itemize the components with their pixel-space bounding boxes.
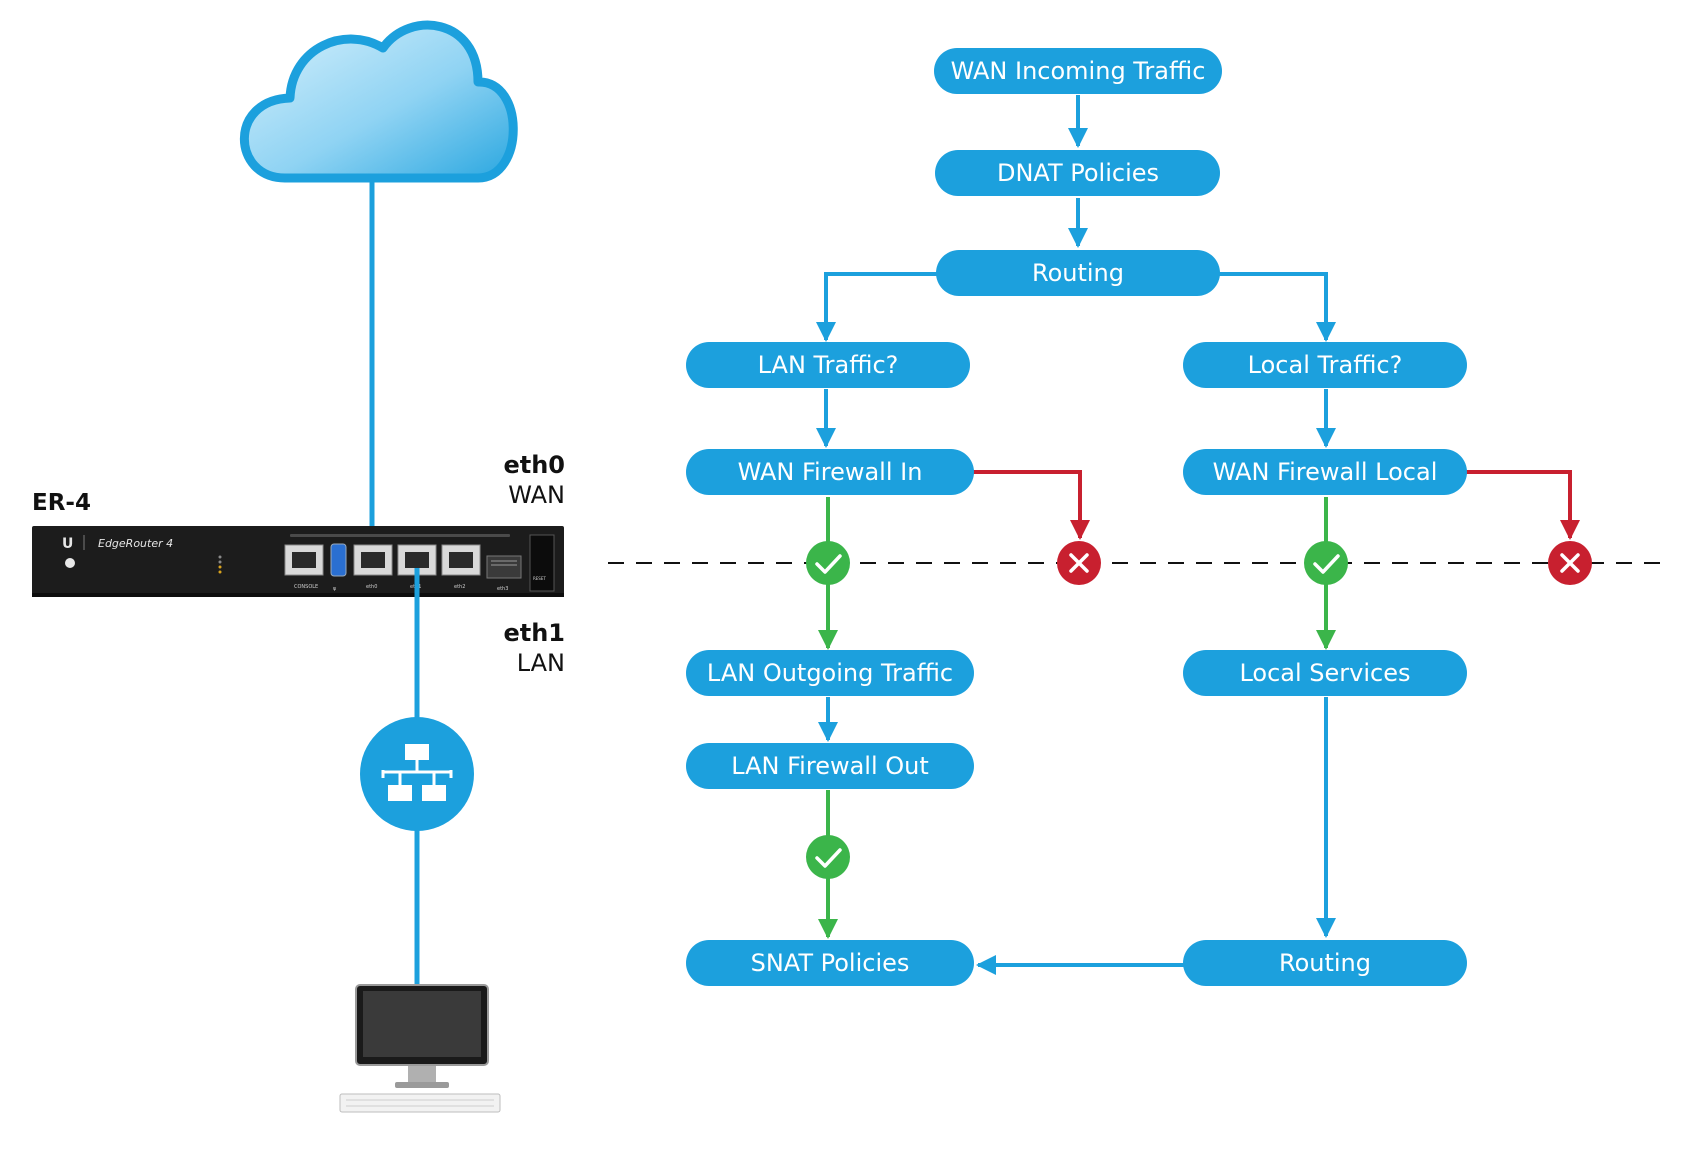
node-label: Routing bbox=[1279, 949, 1371, 977]
node-lan-firewall-out: LAN Firewall Out bbox=[686, 743, 974, 789]
node-label: SNAT Policies bbox=[751, 949, 910, 977]
node-label: WAN Firewall In bbox=[738, 458, 923, 486]
ubnt-logo: U bbox=[62, 536, 73, 552]
check-icon bbox=[806, 835, 850, 879]
lan-port-name: eth1 bbox=[503, 619, 565, 647]
reset-button: RESET bbox=[529, 534, 555, 592]
usb-port: ψ bbox=[330, 543, 347, 592]
node-label: Local Services bbox=[1239, 659, 1410, 687]
x-icon bbox=[1057, 541, 1101, 585]
node-label: LAN Outgoing Traffic bbox=[707, 659, 953, 687]
node-wan-incoming-traffic: WAN Incoming Traffic bbox=[934, 48, 1222, 94]
node-lan-outgoing-traffic: LAN Outgoing Traffic bbox=[686, 650, 974, 696]
wan-port-name: eth0 bbox=[503, 451, 565, 479]
node-lan-traffic: LAN Traffic? bbox=[686, 342, 970, 388]
vent-dots bbox=[290, 534, 510, 537]
node-local-services: Local Services bbox=[1183, 650, 1467, 696]
node-label: WAN Firewall Local bbox=[1213, 458, 1438, 486]
node-label: LAN Firewall Out bbox=[731, 752, 929, 780]
port-label-eth3: eth3 bbox=[497, 586, 508, 592]
console-port: CONSOLE bbox=[284, 544, 324, 590]
port-label-reset: RESET bbox=[533, 576, 546, 581]
blue-connectors bbox=[816, 95, 1336, 975]
node-label: DNAT Policies bbox=[997, 159, 1159, 187]
check-icon bbox=[1304, 541, 1348, 585]
node-wan-firewall-in: WAN Firewall In bbox=[686, 449, 974, 495]
router-brand-text: EdgeRouter 4 bbox=[98, 537, 173, 550]
port-label-eth0: eth0 bbox=[366, 584, 377, 590]
node-label: WAN Incoming Traffic bbox=[951, 57, 1206, 85]
eth3-sfp-port: eth3 bbox=[486, 555, 522, 592]
eth2-port: eth2 bbox=[441, 544, 481, 590]
node-label: Routing bbox=[1032, 259, 1124, 287]
lan-port-role: LAN bbox=[517, 649, 565, 677]
x-icon bbox=[1548, 541, 1592, 585]
node-label: LAN Traffic? bbox=[758, 351, 899, 379]
desktop-computer-icon bbox=[339, 984, 501, 1113]
node-dnat-policies: DNAT Policies bbox=[935, 150, 1220, 196]
edgerouter-device: U EdgeRouter 4 CONSOLE ψ eth0 bbox=[32, 526, 564, 597]
node-label: Local Traffic? bbox=[1248, 351, 1403, 379]
usb-icon: ψ bbox=[333, 586, 337, 592]
port-label-console: CONSOLE bbox=[294, 584, 318, 590]
node-routing-bottom: Routing bbox=[1183, 940, 1467, 986]
node-snat-policies: SNAT Policies bbox=[686, 940, 974, 986]
node-wan-firewall-local: WAN Firewall Local bbox=[1183, 449, 1467, 495]
red-connectors bbox=[973, 470, 1580, 540]
device-name: ER-4 bbox=[32, 490, 91, 516]
status-leds bbox=[218, 555, 222, 574]
power-led bbox=[65, 558, 75, 568]
cloud-icon bbox=[239, 20, 518, 183]
eth0-port: eth0 bbox=[353, 544, 393, 590]
port-label-eth2: eth2 bbox=[454, 584, 465, 590]
check-icon bbox=[806, 541, 850, 585]
wan-port-role: WAN bbox=[508, 481, 565, 509]
node-local-traffic: Local Traffic? bbox=[1183, 342, 1467, 388]
network-switch-icon bbox=[360, 717, 474, 831]
node-routing-top: Routing bbox=[936, 250, 1220, 296]
